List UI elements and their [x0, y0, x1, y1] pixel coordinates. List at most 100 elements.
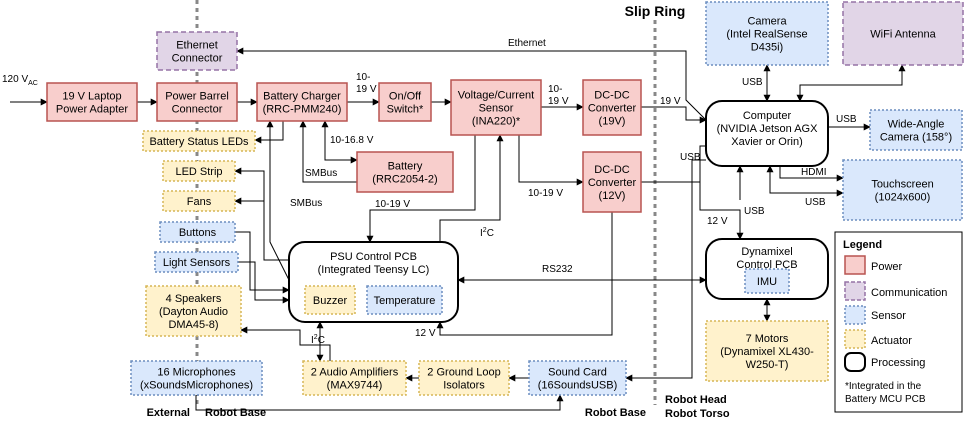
dcdc-12v-label-1: DC-DC — [594, 164, 629, 176]
computer-label-1: Computer — [743, 110, 792, 122]
charger-smbus-connector — [299, 120, 357, 183]
laptop-adapter-shape — [46, 82, 138, 122]
battery-charger-shape — [256, 82, 348, 122]
dcdc-19v-label-1: DC-DC — [594, 90, 629, 102]
ethernet-connector-label-1: Ethernet — [176, 40, 218, 52]
imu-shape — [744, 268, 790, 294]
camera-shape — [705, 1, 829, 66]
legend-item-power: Power — [871, 261, 903, 273]
battery-label-1: Battery — [388, 161, 423, 173]
light-sensors-shape — [154, 251, 239, 273]
legend-item-sensor: Sensor — [871, 310, 906, 322]
v-10-19-a-edge-label: 19 V — [356, 84, 377, 95]
external-region-label: External — [147, 407, 190, 419]
v-10-16-8-edge-label: 10-16.8 V — [330, 135, 374, 146]
v-10-19-d-edge-label: 10-19 V — [528, 188, 563, 199]
audio-amps-label-2: (MAX9744) — [327, 380, 383, 392]
dcdc-12v-label-3: (12V) — [599, 190, 626, 202]
usb-wide-edge-label: USB — [836, 114, 857, 125]
battery-leds-shape — [142, 130, 256, 152]
hdmi-edge-label: HDMI — [801, 167, 827, 178]
microphones-label-2: (xSoundsMicrophones) — [140, 380, 253, 392]
legend-item-communication: Communication — [871, 287, 947, 299]
motors-block: 7 Motors(Dynamixel XL430-W250-T) — [705, 320, 829, 382]
sound-card-label-1: Sound Card — [548, 367, 607, 379]
wide-camera-shape — [869, 109, 963, 151]
battery-charger-block: Battery Charger(RRC-PMM240) — [256, 82, 348, 122]
slip-ring-label: Slip Ring — [625, 3, 686, 19]
fans-label-1: Fans — [187, 196, 212, 208]
wifi-shape — [842, 1, 964, 66]
ethernet-edge-label: Ethernet — [508, 38, 546, 49]
dynamixel-pcb-label-2: Control PCB — [736, 259, 797, 271]
sound-card-shape — [528, 360, 627, 396]
sensor-dcdc12-connector — [518, 135, 584, 186]
on-off-switch-shape — [378, 82, 432, 122]
charger-battery-connector — [321, 120, 358, 164]
audio-amps-label-1: 2 Audio Amplifiers — [311, 367, 399, 379]
computer-label-2: (NVIDIA Jetson AGX — [717, 123, 819, 135]
dynamixel-pcb-label-1: Dynamixel — [741, 246, 792, 258]
barrel-connector-label-1: Power Barrel — [165, 91, 229, 103]
laptop-adapter-label-2: Power Adapter — [56, 104, 128, 116]
wide-camera-label-1: Wide-Angle — [888, 119, 945, 131]
legend-swatch-sensor — [844, 305, 866, 325]
wide-camera-label-2: Camera (158°) — [880, 132, 952, 144]
dcdc-19v-shape — [582, 79, 642, 136]
dcdc19-computer-connector — [641, 106, 707, 124]
usb-dcdc-edge-label: USB — [680, 152, 701, 163]
camera-label-1: Camera — [747, 16, 787, 28]
vc-sensor-label-2: Sensor — [479, 103, 514, 115]
v-10-19-b-edge-label: 19 V — [548, 96, 569, 107]
motors-label-3: W250-T) — [746, 359, 789, 371]
motors-label-2: (Dynamixel XL430- — [720, 346, 814, 358]
smbus-b-edge-label: SMBus — [290, 198, 322, 209]
camera-label-3: D435i) — [751, 42, 783, 54]
battery-block: Battery(RRC2054-2) — [356, 151, 454, 193]
buzzer-block: Buzzer — [304, 285, 356, 315]
psu-pcb-label-2: (Integrated Teensy LC) — [318, 264, 430, 276]
microphones-block: 16 Microphones(xSoundsMicrophones) — [130, 360, 263, 396]
v-10-19-c-edge-label: 10-19 V — [375, 199, 410, 210]
buzzer-label-1: Buzzer — [313, 295, 348, 307]
buttons-block: Buttons — [159, 221, 236, 243]
usb-camera-edge-label: USB — [742, 77, 763, 88]
mics-card-connector — [195, 394, 564, 411]
speakers-label-3: DMA45-8) — [168, 319, 218, 331]
touchscreen-block: Touchscreen(1024x600) — [842, 159, 963, 221]
sensor-psu-i2c-connector — [439, 134, 504, 242]
on-off-switch-label-2: Switch* — [387, 104, 424, 116]
wifi-block: WiFi Antenna — [842, 1, 964, 66]
touchscreen-label-2: (1024x600) — [875, 192, 931, 204]
on-off-switch-label-1: On/Off — [389, 91, 422, 103]
dcdc-12v-label-2: Converter — [588, 177, 637, 189]
usb-dyn-edge-label: USB — [744, 206, 765, 217]
light-sensors-block: Light Sensors — [154, 251, 239, 273]
battery-label-2: (RRC2054-2) — [372, 174, 437, 186]
psu-pcb-label-1: PSU Control PCB — [330, 251, 417, 263]
ground-loop-shape — [418, 360, 510, 396]
smbus-a-edge-label: SMBus — [305, 168, 337, 179]
ethernet-connector-shape — [156, 31, 238, 71]
laptop-adapter-label-1: 19 V Laptop — [62, 91, 121, 103]
v-10-19-b-edge-label: 10- — [548, 84, 562, 95]
battery-charger-label-1: Battery Charger — [263, 91, 341, 103]
wifi-label-1: WiFi Antenna — [870, 29, 936, 41]
touchscreen-shape — [842, 159, 963, 221]
computer-wifi-connector — [796, 64, 906, 102]
dcdc-12v-shape — [582, 151, 642, 213]
legend-note-line2: Battery MCU PCB — [845, 394, 926, 405]
audio-amps-block: 2 Audio Amplifiers(MAX9744) — [302, 360, 407, 396]
imu-label-1: IMU — [757, 276, 777, 288]
robot-base-right-label: Robot Base — [585, 407, 646, 419]
microphones-label-1: 16 Microphones — [157, 367, 236, 379]
temperature-label-1: Temperature — [374, 295, 436, 307]
robot-base-left-label: Robot Base — [205, 407, 266, 419]
amps-speakers-connector — [240, 326, 331, 361]
